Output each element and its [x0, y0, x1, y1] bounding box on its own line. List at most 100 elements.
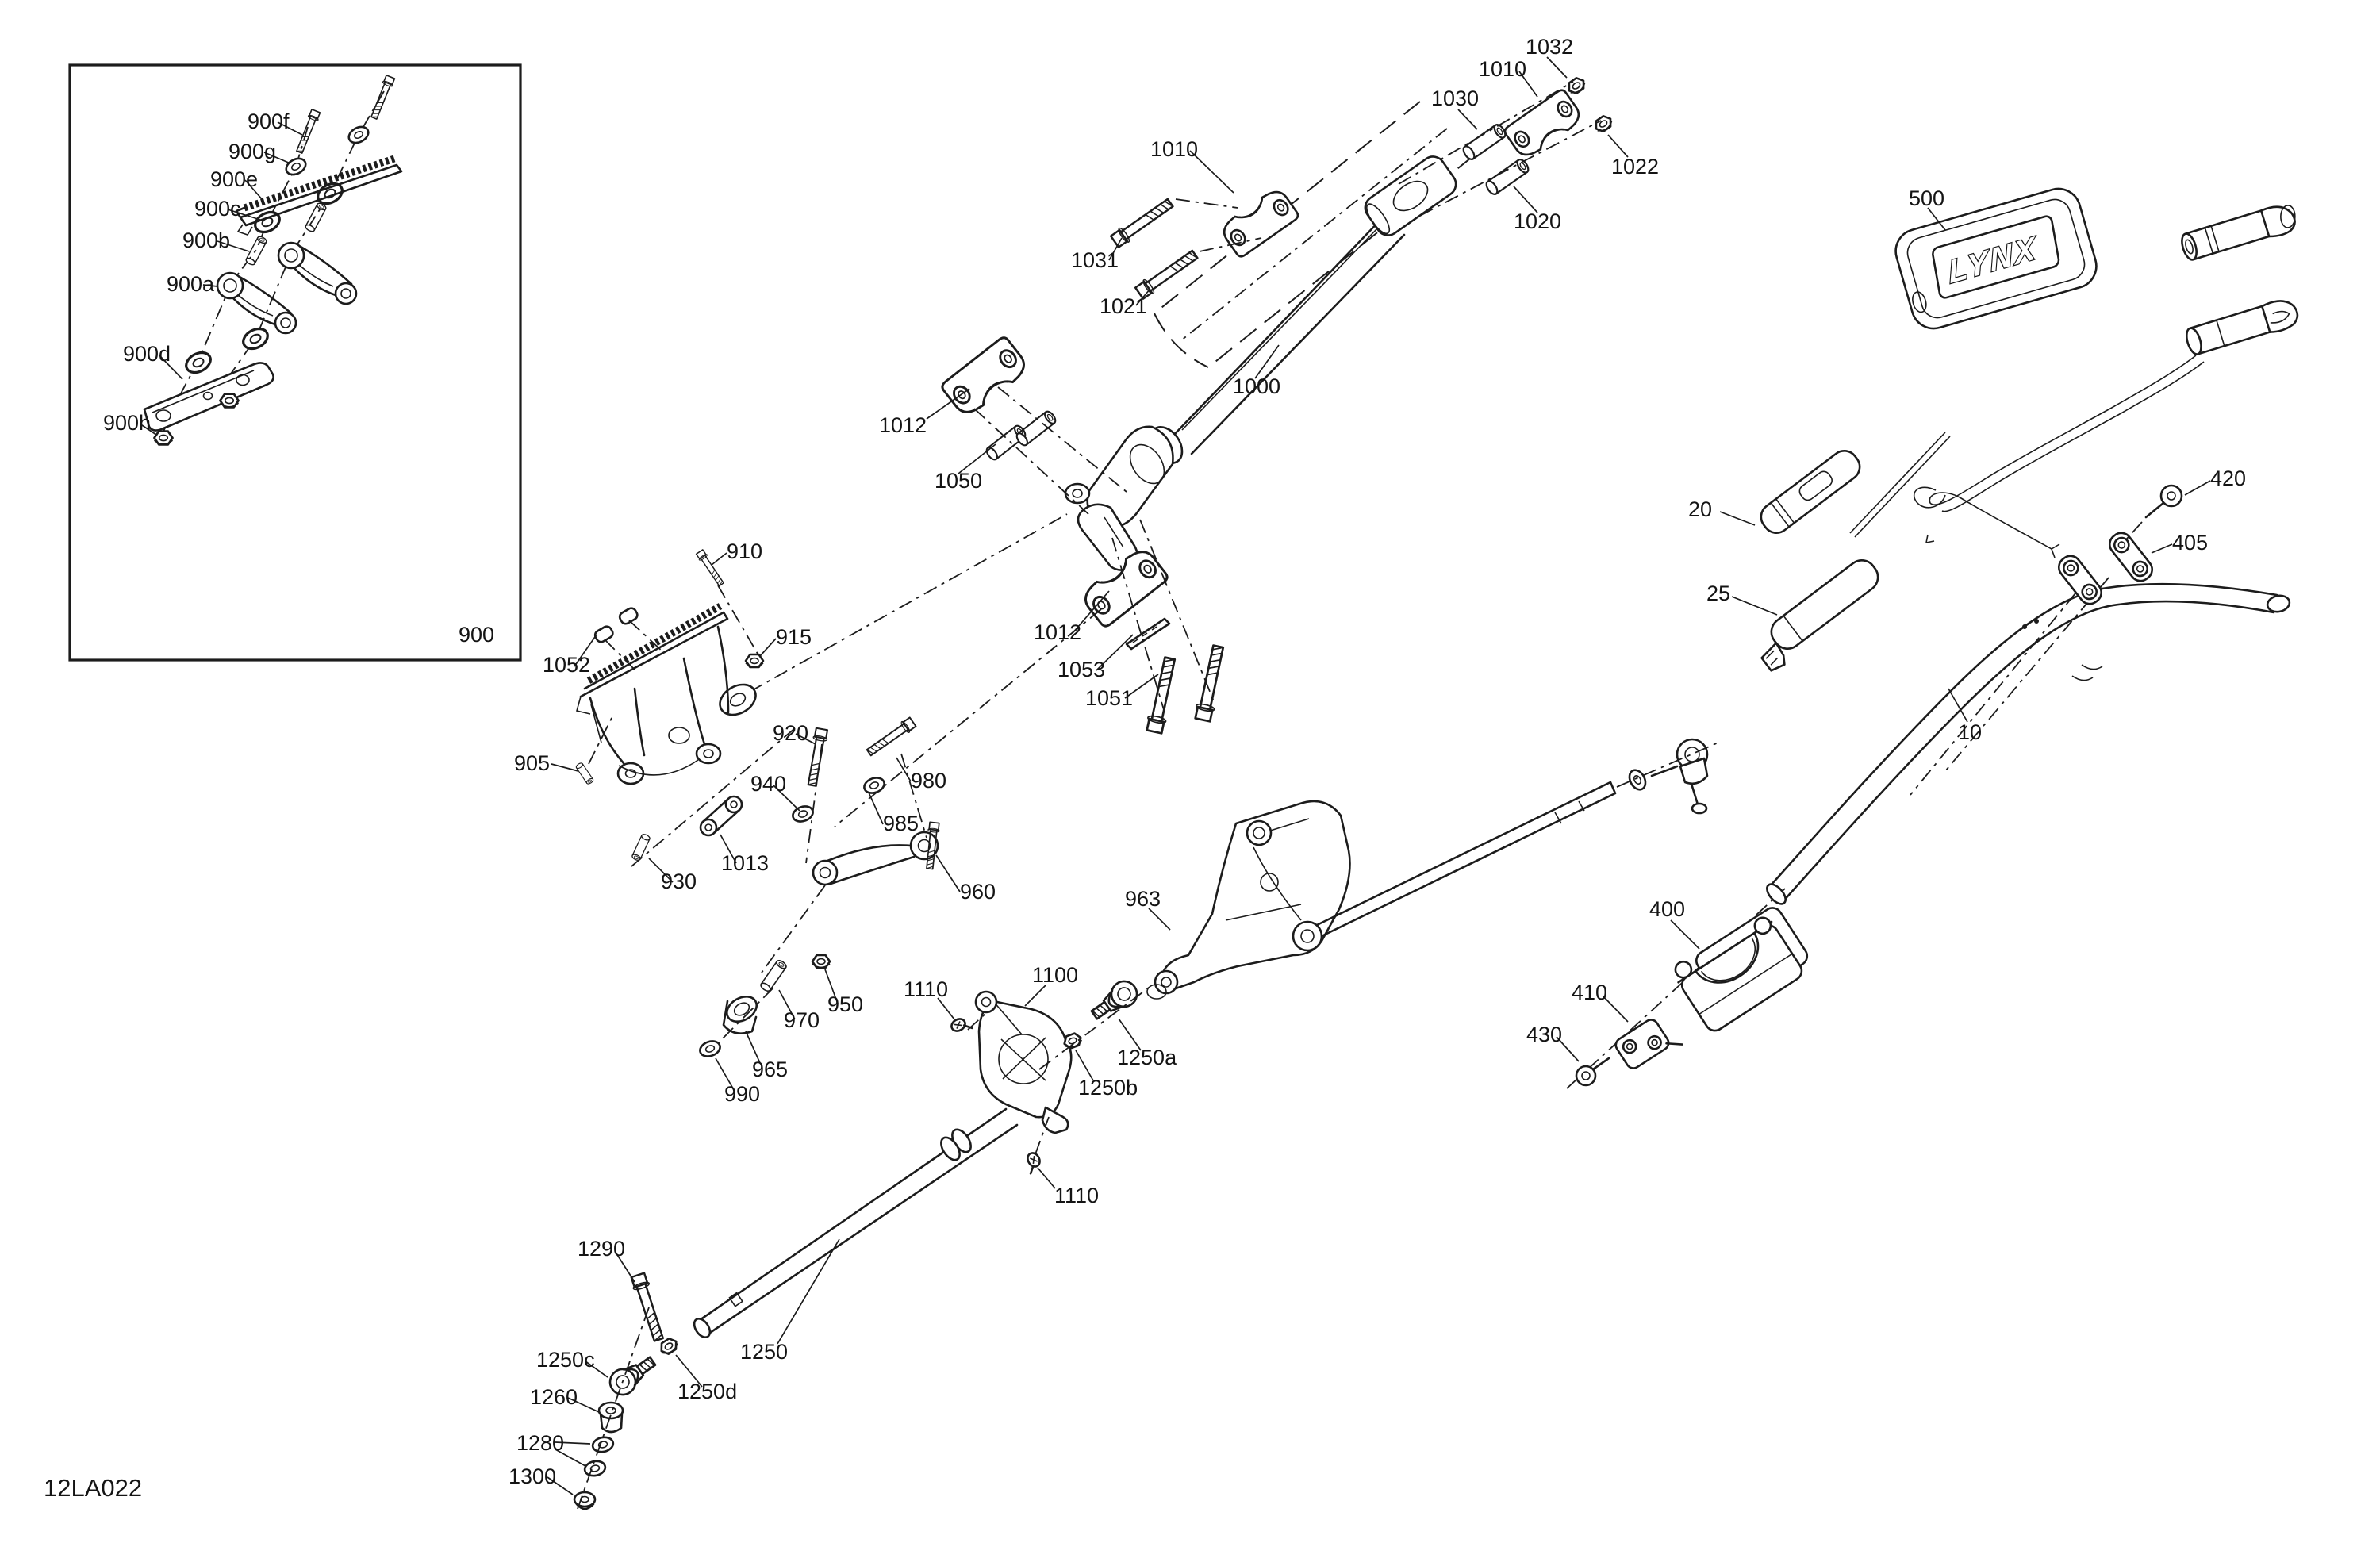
rack-bracket-cluster: [574, 513, 1102, 1061]
callout-900f: 900f: [248, 109, 290, 133]
ball-joint: [1650, 738, 1709, 815]
callout-1000: 1000: [1233, 374, 1280, 398]
knuckle-housing-1100: [974, 990, 1073, 1134]
plug-905: [574, 762, 595, 785]
bolt-980: [864, 716, 918, 759]
callout-410: 410: [1572, 981, 1607, 1004]
bolt-420: [2144, 484, 2183, 519]
callout-965: 965: [752, 1057, 788, 1081]
callout-1250d: 1250d: [678, 1380, 737, 1403]
inset-nut: [219, 393, 240, 409]
callout-1022: 1022: [1611, 155, 1659, 178]
callout-900h: 900h: [103, 411, 151, 435]
post-clamp-1012-upper: [939, 334, 1032, 420]
clamp-link-405: [2108, 532, 2154, 582]
callout-930: 930: [661, 869, 697, 893]
callout-1031: 1031: [1071, 248, 1119, 272]
coupler-970: [758, 958, 789, 993]
callout-25: 25: [1706, 582, 1730, 605]
knuckle-cluster: [948, 975, 1153, 1175]
pitman-arm-960: [812, 821, 941, 886]
callout-910: 910: [727, 539, 762, 563]
inset-assembly-900: [68, 63, 522, 662]
bellcrank-963: [1146, 800, 1351, 1000]
callout-1250: 1250: [740, 1340, 788, 1364]
callout-leaders: [547, 56, 2211, 1495]
callout-985: 985: [883, 812, 919, 835]
callout-1051: 1051: [1085, 686, 1133, 710]
callout-1020: 1020: [1514, 209, 1561, 233]
callout-420: 420: [2210, 466, 2246, 490]
tie-rod: [1315, 781, 1617, 938]
callout-1300: 1300: [509, 1464, 556, 1488]
inset-nut-900h: [153, 430, 174, 446]
grip-heater-25: [1760, 558, 1879, 672]
callout-1050: 1050: [935, 469, 982, 493]
callout-900g: 900g: [228, 140, 276, 163]
inset-serrated-strip-900e: [235, 155, 403, 236]
callout-1010-right: 1010: [1479, 57, 1526, 81]
washer-990: [697, 1037, 724, 1061]
callout-1250c: 1250c: [536, 1348, 595, 1372]
drag-link-cluster: [573, 1107, 1019, 1510]
callout-1032: 1032: [1526, 35, 1573, 59]
callout-20: 20: [1688, 497, 1712, 521]
shim-1053: [1125, 617, 1171, 651]
tie-rod-end-1250c: [604, 1349, 662, 1401]
link-1013: [699, 795, 743, 837]
callout-1250a: 1250a: [1117, 1046, 1177, 1069]
screw-1300: [573, 1491, 597, 1510]
callout-980: 980: [911, 769, 946, 793]
callout-1012-lower: 1012: [1034, 620, 1081, 644]
callout-920: 920: [773, 721, 808, 745]
callout-500: 500: [1909, 186, 1944, 210]
bolt-1051: [1144, 655, 1180, 735]
callout-1053: 1053: [1058, 658, 1105, 681]
callout-900c: 900c: [194, 197, 241, 221]
washer-985: [861, 773, 888, 797]
handlebar-cluster: [1566, 484, 2291, 1089]
washer-tie-rod: [1625, 766, 1650, 794]
spacer-930: [631, 832, 651, 862]
bracket-casting: [589, 625, 757, 785]
steering-post-cluster: [939, 334, 1229, 735]
callout-1250b: 1250b: [1078, 1076, 1138, 1100]
callout-900d: 900d: [123, 342, 171, 366]
callout-430: 430: [1526, 1023, 1562, 1046]
nut-1022: [1591, 112, 1615, 136]
bolt-430: [1575, 1057, 1610, 1087]
spacer-1020: [1483, 156, 1532, 198]
callout-1280: 1280: [516, 1431, 564, 1455]
washer-1280: [590, 1434, 616, 1455]
callout-970: 970: [784, 1008, 820, 1032]
grip-right: [2181, 205, 2296, 261]
handlebar-10: [1766, 582, 2291, 905]
accessories-cluster: LYNX: [1760, 187, 2299, 672]
callout-900: 900: [459, 623, 494, 647]
bolt-910: [694, 548, 727, 588]
handlebar-clamp-1010-left: [1217, 185, 1301, 260]
callout-1052: 1052: [543, 653, 590, 677]
callout-990: 990: [724, 1082, 760, 1106]
washer-1280-2: [582, 1458, 608, 1479]
callout-900e: 900e: [210, 167, 258, 191]
inset-arm-900a-2: [277, 241, 358, 305]
steering-rod-1250: [693, 1107, 1019, 1338]
riser-block-400: [1674, 907, 1809, 1032]
clamp-410: [1614, 1019, 1683, 1069]
diagram-code: 12LA022: [44, 1474, 142, 1502]
callout-405: 405: [2172, 531, 2208, 555]
grip-heater-20: [1760, 450, 1861, 534]
wiring-harness: [1849, 355, 2205, 558]
nut-950: [811, 954, 831, 969]
callout-940: 940: [750, 772, 786, 796]
spacer-1030: [1460, 121, 1509, 163]
tie-rod-end-1250a: [1085, 975, 1143, 1027]
cap-1052: [593, 625, 614, 643]
callout-905: 905: [514, 751, 550, 775]
callout-900b: 900b: [182, 228, 230, 252]
callout-1013: 1013: [721, 851, 769, 875]
callout-1012-upper: 1012: [879, 413, 927, 437]
bushing-965: [722, 995, 758, 1034]
